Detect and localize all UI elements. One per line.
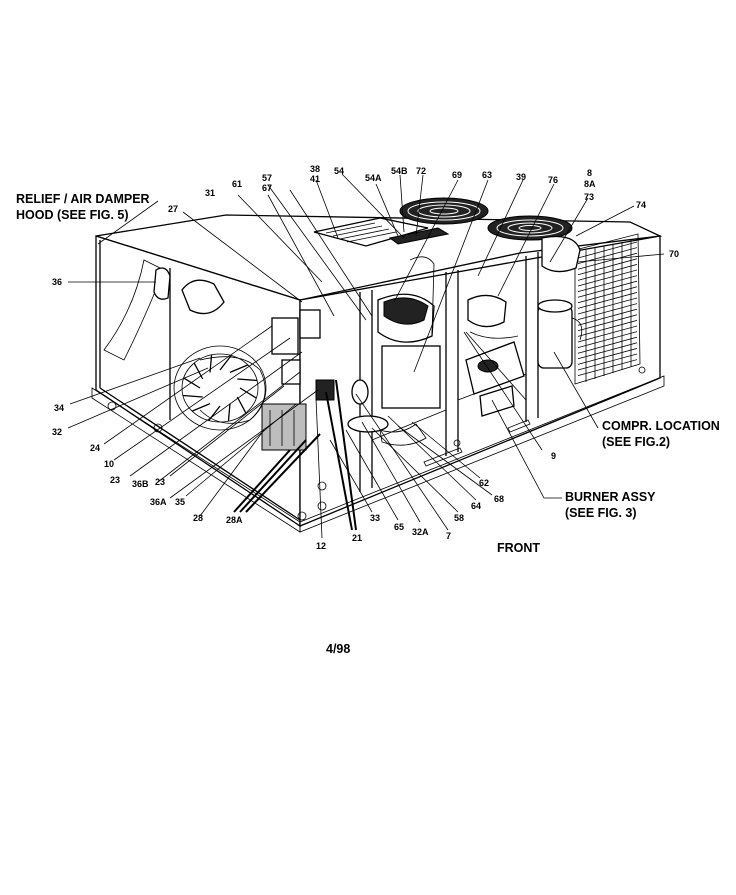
coil-fin-line: [577, 286, 638, 304]
part-label-36: 36: [52, 277, 62, 287]
blower-compartment: [103, 259, 335, 451]
part-label-69: 69: [452, 170, 462, 180]
blower-fin: [182, 394, 203, 398]
condenser-fan-left: [399, 197, 489, 225]
part-label-38: 38: [310, 164, 320, 174]
part-label-68: 68: [494, 494, 504, 504]
part-label-33: 33: [370, 513, 380, 523]
part-label-54: 54: [334, 166, 344, 176]
callout-text: RELIEF / AIR DAMPER HOOD (SEE FIG. 5) CO…: [16, 192, 720, 656]
part-label-73: 73: [584, 192, 594, 202]
burner-assy-label-line2: (SEE FIG. 3): [565, 506, 637, 520]
part-label-35: 35: [175, 497, 185, 507]
part-label-54a: 54A: [365, 173, 382, 183]
blower-fin: [237, 378, 258, 382]
blower-fin: [219, 355, 232, 371]
part-label-67: 67: [262, 183, 272, 193]
part-label-21: 21: [352, 533, 362, 543]
compressor-location-label-line2: (SEE FIG.2): [602, 435, 670, 449]
burner-compartment: [465, 294, 527, 417]
coil-fin-line: [577, 342, 638, 360]
part-label-32a: 32A: [412, 527, 429, 537]
part-label-39: 39: [516, 172, 526, 182]
coil-fin-line: [577, 314, 638, 332]
part-label-57: 57: [262, 173, 272, 183]
part-label-28: 28: [193, 513, 203, 523]
part-label-12: 12: [316, 541, 326, 551]
part-label-65: 65: [394, 522, 404, 532]
part-label-36a: 36A: [150, 497, 167, 507]
part-label-76: 76: [548, 175, 558, 185]
part-label-34: 34: [54, 403, 64, 413]
heat-exchanger-compartment: [347, 256, 441, 446]
part-label-24: 24: [90, 443, 100, 453]
coil-fin-line: [577, 241, 638, 259]
part-label-70: 70: [669, 249, 679, 259]
coil-fin-line: [577, 353, 638, 371]
part-label-74: 74: [636, 200, 646, 210]
coil-fin-line: [577, 269, 638, 287]
coil-fin-line: [577, 308, 638, 326]
coil-fin-line: [577, 336, 638, 354]
part-label-41: 41: [310, 174, 320, 184]
part-label-10: 10: [104, 459, 114, 469]
part-label-9: 9: [551, 451, 556, 461]
part-label-31: 31: [205, 188, 215, 198]
relief-damper-label-line1: RELIEF / AIR DAMPER: [16, 192, 150, 206]
compressor-location-label-line1: COMPR. LOCATION: [602, 419, 720, 433]
coil-fin-line: [577, 348, 638, 365]
blower-fin: [227, 403, 231, 422]
relief-damper-label-line2: HOOD (SEE FIG. 5): [16, 208, 129, 222]
coil-fin-line: [577, 303, 638, 320]
coil-fin-line: [577, 320, 638, 337]
unit-cabinet: [91, 214, 665, 533]
part-label-8a: 8A: [584, 179, 596, 189]
blower-fin: [183, 377, 201, 389]
part-label-63: 63: [482, 170, 492, 180]
part-label-27: 27: [168, 204, 178, 214]
part-label-62: 62: [479, 478, 489, 488]
coil-fin-line: [577, 280, 638, 298]
top-vent-hood: [313, 217, 450, 247]
coil-fin-line: [577, 359, 638, 376]
coil-fin-line: [577, 325, 638, 343]
part-label-28a: 28A: [226, 515, 243, 525]
part-label-36b: 36B: [132, 479, 149, 489]
part-label-8: 8: [587, 168, 592, 178]
coil-fin-line: [577, 275, 638, 292]
part-label-54b: 54B: [391, 166, 408, 176]
front-label: FRONT: [497, 541, 540, 555]
part-label-61: 61: [232, 179, 242, 189]
compressor: [537, 299, 583, 369]
coil-fin-line: [577, 292, 638, 309]
coil-fin-line: [577, 297, 638, 315]
blower-fin: [191, 402, 211, 412]
blower-fin: [239, 387, 257, 399]
revision-date: 4/98: [326, 642, 350, 656]
part-label-23-lower: 23: [155, 477, 165, 487]
coil-fin-line: [577, 258, 638, 276]
part-label-64: 64: [471, 501, 481, 511]
coil-fin-line: [577, 264, 638, 281]
front-vents: [423, 419, 531, 467]
coil-fin-line: [577, 252, 638, 270]
part-number-labels: 38 41 57 67 61 31 27 54 54A 54B 72 69 63…: [52, 164, 679, 551]
part-label-58: 58: [454, 513, 464, 523]
burner-assy-label-line1: BURNER ASSY: [565, 490, 656, 504]
blower-fin: [229, 364, 249, 374]
coil-fin-line: [577, 331, 638, 348]
part-label-7: 7: [446, 531, 451, 541]
condenser-fan-right: [487, 215, 581, 273]
part-label-23-upper: 23: [110, 475, 120, 485]
part-label-32: 32: [52, 427, 62, 437]
leader-lines: [67, 173, 665, 539]
blower-fin: [236, 396, 247, 414]
condenser-coil-grille: [574, 233, 641, 385]
blower-fin: [193, 362, 204, 380]
part-label-72: 72: [416, 166, 426, 176]
